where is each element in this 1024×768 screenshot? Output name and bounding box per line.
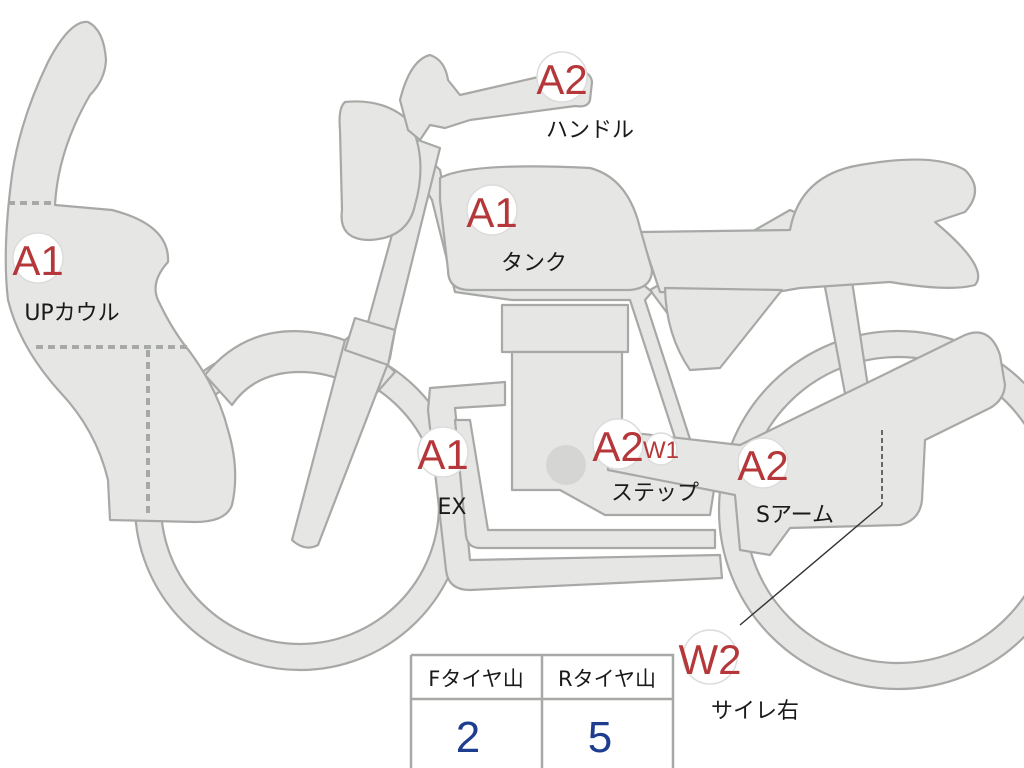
ex-badge [417, 426, 469, 478]
up-cowl-label: UPカウル [24, 301, 119, 326]
step-sub-grade: W1 [643, 437, 679, 464]
muffler-right-badge [682, 629, 738, 685]
tank-marker: A1 タンク [466, 184, 567, 276]
tank-grade: A1 [466, 189, 517, 236]
tank-badge [466, 184, 518, 236]
muffler-right-label: サイレ右 [711, 699, 799, 724]
ex-grade: A1 [417, 431, 468, 478]
side-cover [663, 286, 784, 372]
step-sub-badge [644, 432, 678, 466]
tire-tread-table: Fタイヤ山 Rタイヤ山 2 5 [409, 653, 675, 768]
s-arm-label: Sアーム [756, 503, 834, 528]
motorcycle-silhouette [4, 20, 1024, 691]
step-grade: A2 [592, 423, 643, 470]
handle-grade: A2 [536, 56, 587, 103]
handle-label: ハンドル [546, 118, 634, 143]
silencer-leader [739, 430, 883, 626]
up-cowl-grade: A1 [12, 237, 63, 284]
rear-tire-header: Rタイヤ山 [558, 667, 656, 691]
muffler-right-marker: W2 サイレ右 [679, 629, 799, 724]
ex-label: EX [438, 495, 467, 520]
tank-label: タンク [501, 251, 567, 276]
step-badge [592, 418, 644, 470]
upper-cowl [4, 20, 237, 524]
front-tire-value: 2 [456, 713, 480, 762]
ex-marker: A1 EX [417, 426, 469, 520]
front-tire-header: Fタイヤ山 [428, 667, 523, 691]
fork-guard [343, 316, 397, 367]
up-cowl-marker: A1 UPカウル [12, 232, 120, 326]
rear-tire-value: 5 [588, 713, 612, 762]
s-arm-grade: A2 [737, 442, 788, 489]
up-cowl-badge [12, 232, 64, 284]
seat [638, 158, 980, 297]
s-arm-badge [737, 437, 789, 489]
s-arm-marker: A2 Sアーム [737, 437, 834, 528]
step-marker: A2 W1 ステップ [592, 418, 699, 506]
swing-arm [606, 331, 1007, 557]
muffler-right-grade: W2 [679, 636, 742, 683]
step-label: ステップ [611, 481, 699, 506]
handle-badge [536, 51, 588, 103]
handle-marker: A2 ハンドル [536, 51, 634, 143]
